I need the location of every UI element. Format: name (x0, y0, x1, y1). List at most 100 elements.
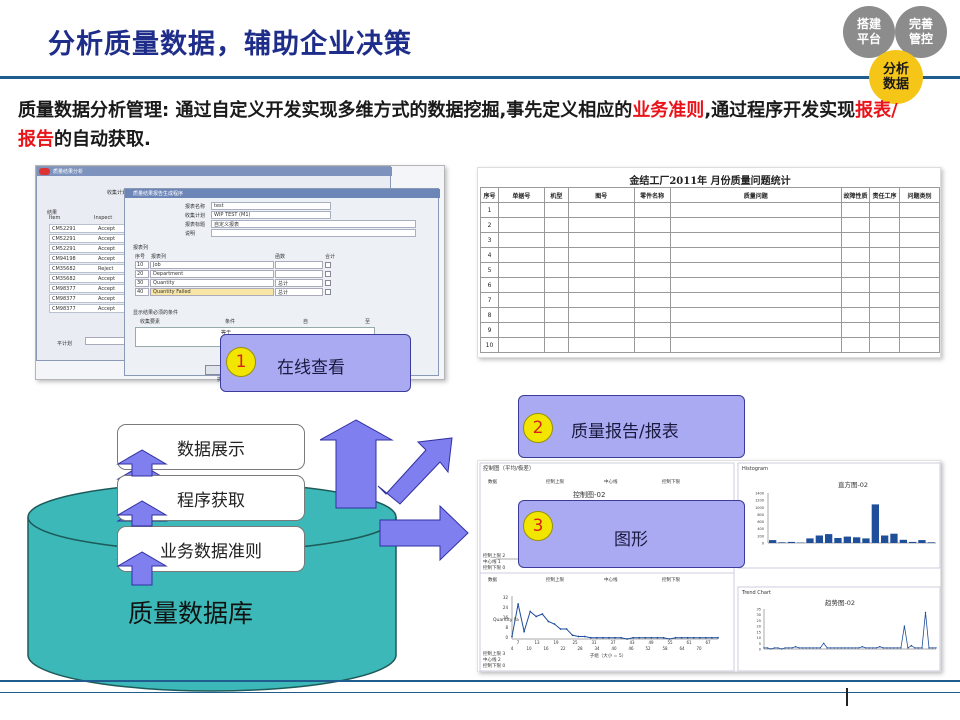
report-header-cell: 序号 (480, 187, 499, 203)
table-cell (898, 292, 941, 308)
layer-business-rules: 业务数据准则 (117, 526, 305, 572)
callout-quality-report-label: 质量报告/报表 (571, 422, 679, 442)
field-input[interactable] (211, 229, 416, 237)
histogram-ytick: 1200 (755, 499, 764, 503)
control2-point (541, 613, 544, 615)
control2-xtick: 16 (543, 646, 549, 651)
trend-point (787, 647, 790, 649)
table-cell (633, 307, 671, 323)
back-window-title: 质量结果分析 (53, 169, 84, 175)
callout-graphics[interactable]: 3 图形 (518, 500, 745, 568)
trend-ytick: 10 (757, 636, 761, 640)
control2-point (529, 610, 532, 613)
report-header-cell: 图号 (567, 187, 635, 203)
back-window-titlebar: 质量结果分析 (37, 167, 392, 176)
total-checkbox[interactable] (325, 289, 331, 295)
table-cell (567, 247, 635, 263)
table-row: 10 (480, 337, 941, 353)
table-row: 1 (480, 202, 941, 218)
table-cell: 2 (480, 217, 499, 233)
histogram-ytick: 600 (757, 520, 764, 524)
table-cell (869, 232, 900, 248)
histogram-bar (843, 536, 851, 543)
trend-point (805, 647, 807, 649)
table-cell (898, 217, 941, 233)
field-input[interactable]: WIP TEST (M1) (211, 211, 331, 219)
table-cell (898, 232, 941, 248)
table-cell (869, 202, 900, 218)
table-cell (869, 247, 900, 263)
control2-point (553, 623, 556, 625)
table-cell (633, 337, 671, 353)
total-checkbox[interactable] (325, 280, 331, 286)
seq-value: 30 (137, 280, 144, 286)
arrow-right-up-icon (377, 437, 453, 505)
histogram-ytick: 0 (762, 542, 764, 546)
trend-point (935, 647, 937, 649)
table-cell (633, 322, 671, 338)
table-cell: CM35682 (52, 276, 76, 282)
control2-xtick: 61 (686, 640, 692, 645)
control2-point (638, 636, 641, 639)
layer-program-fetch: 程序获取 (117, 475, 305, 521)
trend-point (798, 647, 800, 649)
control2-xtick: 31 (591, 640, 597, 645)
field-input[interactable]: test (211, 202, 331, 210)
legend-item: 数据 (488, 478, 497, 485)
table-cell (869, 292, 900, 308)
control2-point (583, 635, 586, 638)
trend-ytick: 15 (757, 630, 761, 634)
trend-point (791, 647, 793, 649)
badge-3: 3 (523, 511, 553, 541)
nav-build-platform[interactable]: 搭建平台 (843, 6, 895, 58)
control2-stat: 中心线 2 (483, 656, 501, 663)
control2-xtick: 28 (577, 646, 583, 651)
table-cell (497, 217, 545, 233)
table-cell (633, 292, 671, 308)
close-icon[interactable] (39, 168, 50, 175)
trend-point (879, 646, 881, 648)
total-checkbox[interactable] (325, 262, 331, 268)
total-checkbox[interactable] (325, 271, 331, 277)
histogram-title: 直方图-02 (838, 480, 868, 489)
control2-xtick: 19 (553, 640, 559, 645)
table-cell (869, 337, 900, 353)
nav-analyze-data[interactable]: 分析数据 (869, 50, 923, 104)
trend-point (763, 647, 765, 649)
table-cell: Accept (98, 306, 116, 312)
control2-xlabel: 子组（大小 = 5） (590, 652, 627, 659)
trend-ytick: 30 (757, 613, 761, 617)
plan-label: 收集计划 (107, 190, 128, 196)
callout-quality-report[interactable]: 2 质量报告/报表 (518, 395, 745, 458)
table-cell: CM52291 (52, 246, 76, 252)
table-cell (633, 277, 671, 293)
nav-improve-control[interactable]: 完善管控 (895, 6, 947, 58)
trend-point (851, 647, 853, 649)
field-input[interactable]: 自定义报表 (211, 220, 416, 228)
trend-point (854, 647, 856, 649)
function-cell: 总计 (275, 279, 323, 287)
table-cell (669, 292, 843, 308)
table-cell (543, 292, 569, 308)
histogram-bar (890, 533, 898, 543)
control2-stat: 控制下限 0 (483, 662, 505, 669)
table-cell (567, 322, 635, 338)
histogram-bar (834, 538, 842, 543)
legend-item: 中心线 (604, 478, 618, 485)
column-header: 报表列 (151, 254, 167, 260)
callout-online-view[interactable]: 1 在线查看 (220, 334, 411, 392)
control2-ytick: 16 (503, 615, 509, 620)
table-cell (669, 247, 843, 263)
trend-point (868, 647, 870, 649)
control2-xtick: 58 (662, 646, 668, 651)
trend-point (837, 647, 839, 649)
histogram-ytick: 1400 (755, 492, 764, 496)
control2-stat: 控制上限 3 (483, 650, 505, 657)
histogram-bar (881, 535, 889, 543)
table-row: 8 (480, 307, 941, 323)
table-cell (497, 277, 545, 293)
footer-line (0, 680, 960, 682)
column-header: 合计 (325, 254, 336, 260)
